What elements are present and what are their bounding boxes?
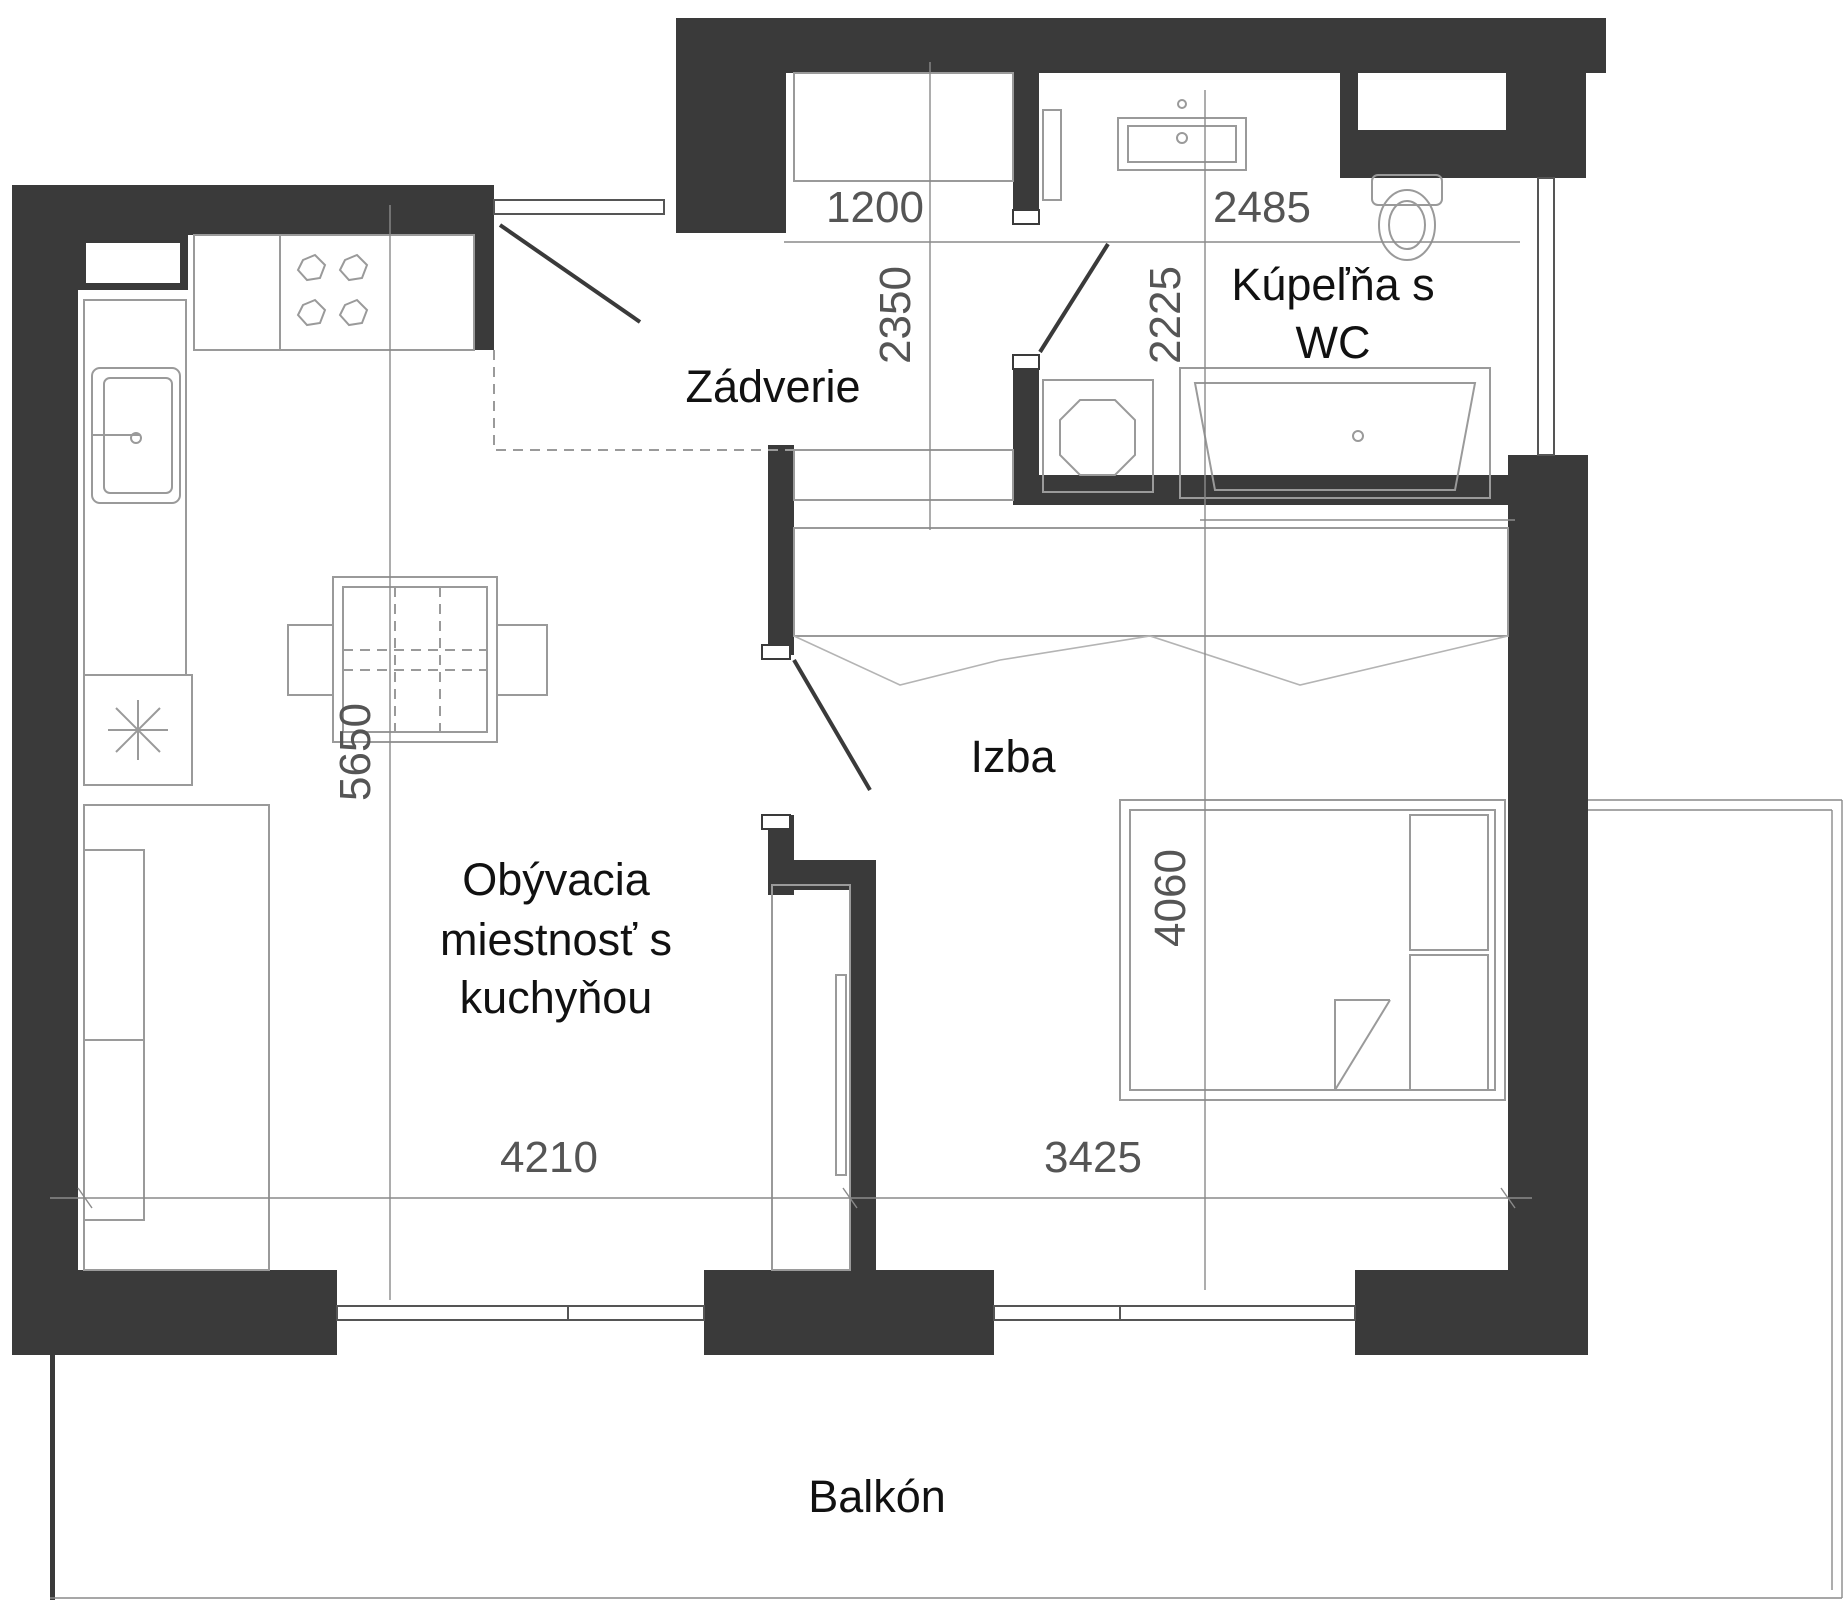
- dimension-label-1200: 1200: [826, 183, 924, 232]
- dining-table-icon: [287, 576, 548, 743]
- room-label-izba: Izba: [970, 731, 1056, 782]
- room-label-kupelna-line2: WC: [1296, 317, 1371, 368]
- dimension-label-4060: 4060: [1146, 849, 1195, 947]
- windows: [336, 177, 1555, 1321]
- wardrobe-icon: [793, 527, 1509, 686]
- furniture: [83, 72, 1509, 1271]
- sofa-icon: [83, 804, 270, 1271]
- room-label-obyvacia-line1: Obývacia: [462, 854, 651, 905]
- dimension-label-2225: 2225: [1141, 266, 1190, 364]
- dimension-label-2485: 2485: [1213, 183, 1311, 232]
- room-label-obyvacia-line3: kuchyňou: [460, 972, 653, 1023]
- dimension-lines: [50, 62, 1532, 1300]
- dimension-label-2350: 2350: [871, 266, 920, 364]
- walls: [12, 18, 1606, 1355]
- cooktop-icon: [296, 253, 369, 327]
- extractor-icon: [108, 700, 168, 760]
- washing-machine-icon: [1042, 379, 1154, 493]
- dimension-label-3425: 3425: [1044, 1133, 1142, 1182]
- room-label-zadverie: Zádverie: [685, 361, 860, 412]
- washbasin-icon: [1117, 99, 1247, 171]
- room-label-kupelna-line1: Kúpeľňa s: [1231, 259, 1434, 310]
- dimension-label-5650: 5650: [331, 703, 380, 801]
- doors: [498, 209, 1110, 830]
- balcony: [50, 799, 1843, 1600]
- bathtub-icon: [1179, 367, 1491, 499]
- room-label-obyvacia-line2: miestnosť s: [440, 914, 672, 965]
- dimension-label-4210: 4210: [500, 1133, 598, 1182]
- room-label-balkon: Balkón: [808, 1471, 946, 1522]
- sink-icon: [91, 367, 181, 504]
- bed-icon: [1119, 799, 1506, 1101]
- toilet-icon: [1371, 174, 1443, 261]
